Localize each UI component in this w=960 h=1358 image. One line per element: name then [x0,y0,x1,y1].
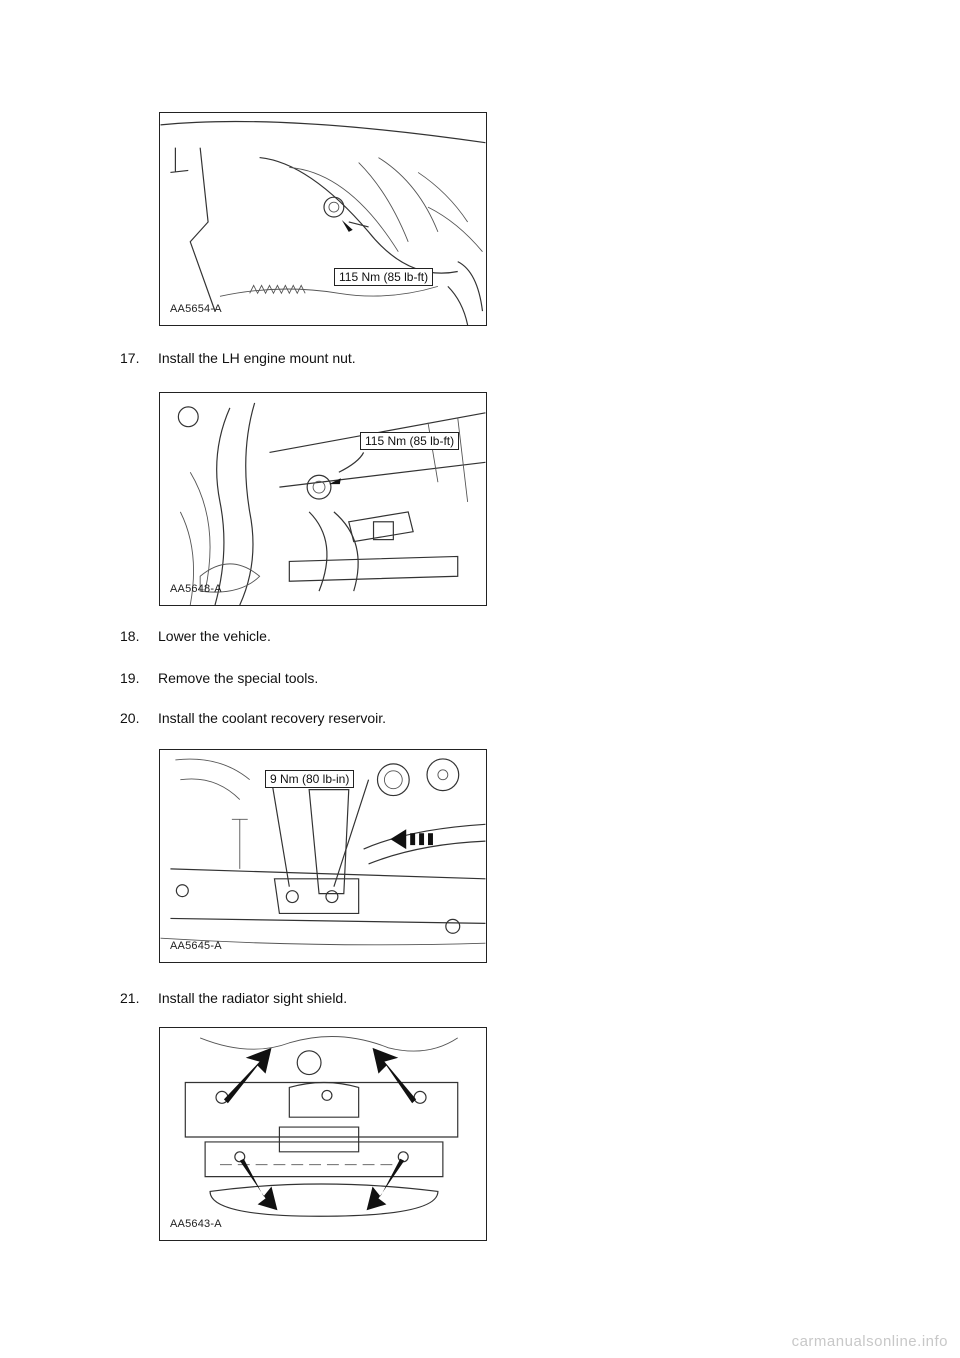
figure-coolant-reservoir: 9 Nm (80 lb-in) AA5645-A [159,749,487,963]
step-number: 19. [120,670,140,686]
figure-illustration [177,402,486,605]
figure-lh-engine-mount: 115 Nm (85 lb-ft) AA5648-A [159,392,487,606]
step-20: 20. Install the coolant recovery reservoi… [120,710,386,726]
torque-callout: 115 Nm (85 lb-ft) [360,432,460,450]
figure-engine-mount-lower: 115 Nm (85 lb-ft) AA5654-A [159,112,487,326]
step-text: Lower the vehicle. [158,628,271,644]
step-19: 19. Remove the special tools. [120,670,318,686]
figure-id: AA5648-A [170,583,222,595]
step-text: Install the radiator sight shield. [158,990,348,1006]
torque-callout: 115 Nm (85 lb-ft) [334,268,434,286]
step-number: 17. [120,350,140,366]
step-number: 21. [120,990,140,1006]
step-21: 21. Install the radiator sight shield. [120,990,347,1006]
step-17: 17. Install the LH engine mount nut. [120,350,356,366]
figure-id: AA5654-A [170,303,222,315]
figure-illustration [184,1036,459,1217]
figure-id: AA5645-A [170,940,222,952]
figure-illustration [160,758,486,946]
step-18: 18. Lower the vehicle. [120,628,271,644]
step-number: 20. [120,710,140,726]
step-text: Remove the special tools. [158,670,319,686]
torque-callout: 9 Nm (80 lb-in) [265,770,355,788]
step-text: Install the LH engine mount nut. [158,350,356,366]
site-watermark: carmanualsonline.info [791,1333,948,1350]
figure-illustration [160,120,486,325]
figure-radiator-sight-shield: AA5643-A [159,1027,487,1241]
figure-id: AA5643-A [170,1218,222,1230]
step-text: Install the coolant recovery reservoir. [158,710,386,726]
step-number: 18. [120,628,140,644]
